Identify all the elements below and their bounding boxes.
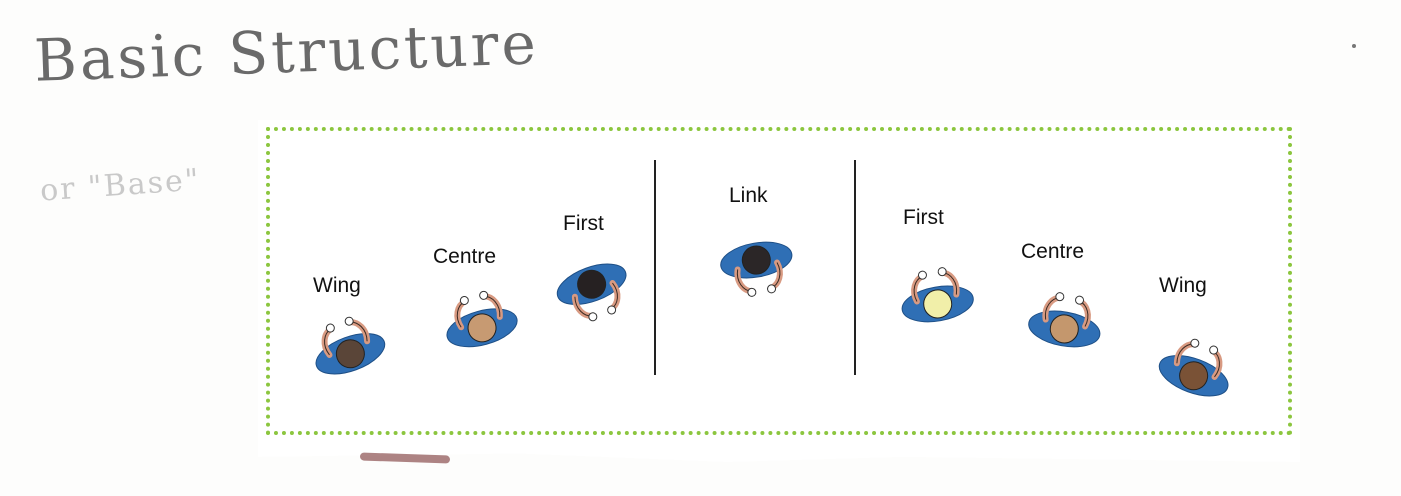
label-right-first: First [903,206,944,229]
player-left-first-icon [553,250,633,322]
player-left-centre-icon [441,286,521,356]
page-subtitle: or "Base" [38,162,202,209]
player-left-wing-icon [309,312,389,382]
diagram-card [258,120,1300,462]
label-right-wing: Wing [1159,274,1207,297]
label-right-centre: Centre [1021,240,1085,263]
pen-mark [1352,44,1356,48]
label-link: Link [729,184,768,207]
label-left-centre: Centre [433,245,497,268]
diagram-frame [266,127,1292,435]
label-left-first: First [563,212,604,235]
player-link-icon [717,226,797,297]
divider-left [654,160,656,375]
player-right-centre-icon [1025,287,1105,357]
player-right-wing-icon [1155,334,1235,404]
player-right-first-icon [897,262,977,332]
divider-right [854,160,856,375]
page-title: Basic Structure [32,9,540,95]
label-left-wing: Wing [313,274,361,297]
